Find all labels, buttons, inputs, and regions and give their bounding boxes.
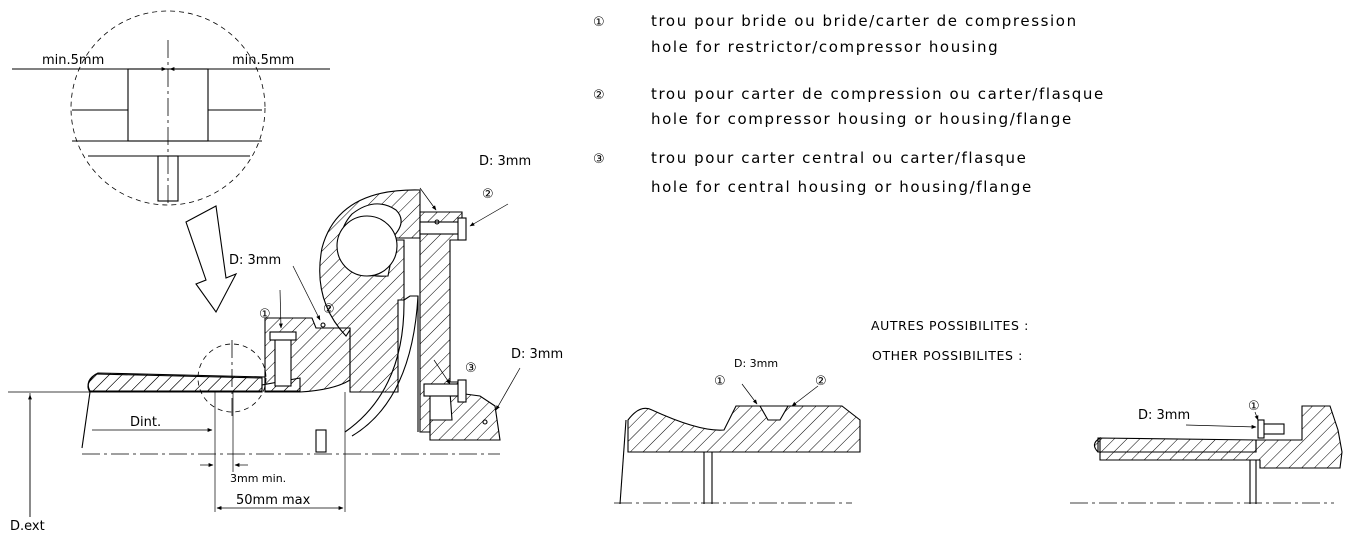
max50-label: 50mm max (236, 493, 311, 508)
legend-1-en: hole for restrictor/compressor housing (651, 38, 999, 56)
legend-1-fr: trou pour bride ou bride/carter de compr… (651, 12, 1078, 30)
legend-2-en: hole for compressor housing or housing/f… (651, 110, 1073, 128)
alt-a-d3: D: 3mm (734, 357, 778, 370)
main-section: D: 3mm ② D: 3mm ① ② D: 3mm ③ Dint. 3mm m… (8, 154, 563, 534)
d3-label-right: D: 3mm (511, 347, 563, 362)
marker-1: ① (259, 307, 271, 322)
d3-label-left: D: 3mm (229, 253, 281, 268)
alternative-a: D: 3mm ① ② (614, 357, 861, 505)
detail-right-dimension: min.5mm (232, 53, 294, 68)
alt-b-marker-1: ① (1248, 399, 1260, 414)
legend-3-en: hole for central housing or housing/flan… (651, 178, 1033, 196)
alt-b-d3: D: 3mm (1138, 408, 1190, 423)
alt-a-marker-1: ① (714, 374, 726, 389)
detail-left-dimension: min.5mm (42, 53, 104, 68)
alt-title-fr: AUTRES POSSIBILITES : (871, 318, 1029, 333)
marker-2: ② (323, 302, 335, 317)
min3-label: 3mm min. (230, 472, 286, 485)
legend-2-fr: trou pour carter de compression ou carte… (651, 85, 1105, 103)
legend-marker-1: ① (593, 15, 605, 30)
legend: ① trou pour bride ou bride/carter de com… (593, 12, 1105, 196)
alt-title-en: OTHER POSSIBILITES : (872, 348, 1023, 363)
legend-marker-2: ② (593, 88, 605, 103)
detail-view: min.5mm min.5mm (12, 10, 330, 206)
d3-label-top: D: 3mm (479, 154, 531, 169)
alt-a-marker-2: ② (815, 374, 827, 389)
legend-3-fr: trou pour carter central ou carter/flasq… (651, 149, 1027, 167)
legend-marker-3: ③ (593, 152, 605, 167)
marker-3: ③ (465, 361, 477, 376)
detail-pointer-arrow (185, 205, 238, 314)
alternative-b: D: 3mm ① (1070, 399, 1343, 504)
marker-2-top: ② (482, 187, 494, 202)
dext-label: D.ext (10, 519, 45, 534)
dint-label: Dint. (130, 415, 161, 430)
